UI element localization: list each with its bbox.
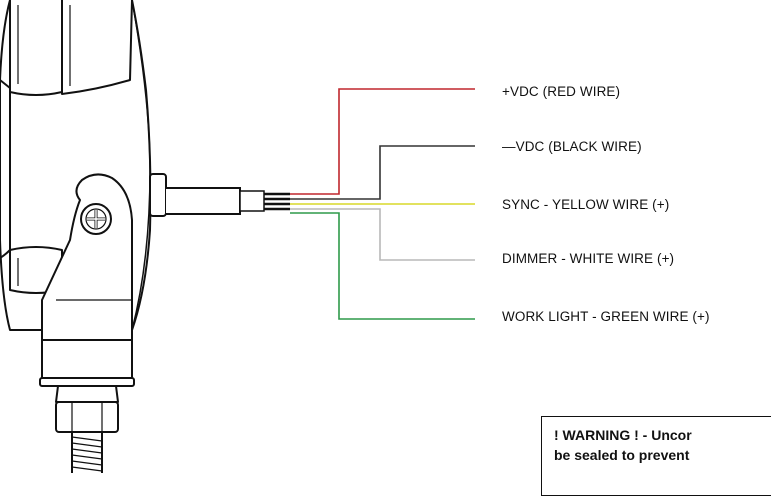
warning-line-1: ! WARNING ! - Uncor [554,427,692,443]
wiring-diagram [0,0,475,473]
cable [166,187,290,215]
wire-label-negative: —VDC (BLACK WIRE) [502,139,642,154]
mounting-bracket [39,173,135,473]
wire-label-work-light: WORK LIGHT - GREEN WIRE (+) [502,309,710,324]
wire-black [290,145,475,200]
wires [290,88,475,320]
warning-line-2: be sealed to prevent [554,447,690,463]
wire-label-sync: SYNC - YELLOW WIRE (+) [502,197,670,212]
wire-label-dimmer: DIMMER - WHITE WIRE (+) [502,251,675,266]
wire-label-positive: +VDC (RED WIRE) [502,84,621,99]
wire-white [290,208,475,261]
wire-red [290,88,475,195]
warning-box: ! WARNING ! - Uncor be sealed to prevent [541,416,771,496]
wire-green [290,212,475,320]
